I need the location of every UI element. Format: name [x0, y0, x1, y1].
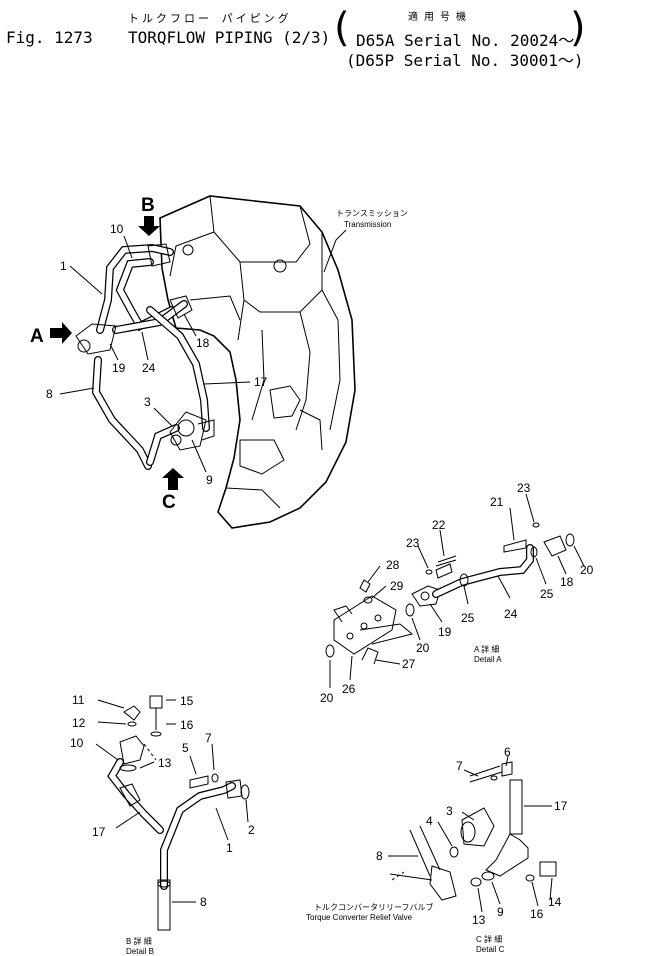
serial-range-d65p: (D65P Serial No. 30001～): [346, 51, 584, 70]
detail-a-callout-25a: 25: [461, 611, 475, 625]
detail-b-callout-15: 15: [180, 694, 194, 708]
view-marker-c: C: [162, 468, 184, 513]
detail-b-callout-17: 17: [92, 825, 106, 839]
detail-a-callout-29: 29: [390, 579, 404, 593]
main-pipes: [75, 243, 215, 470]
title-japanese: トルクフロー パイピング: [128, 12, 292, 25]
detail-c-caption: Detail C: [476, 945, 505, 954]
detail-a-callout-21: 21: [490, 495, 504, 509]
view-marker-b: B: [138, 195, 160, 236]
detail-a-callout-19: 19: [438, 625, 452, 639]
detail-b: 11 15 12 16 10 13 5 7 17 2 1 8 B 詳 細 Det…: [70, 693, 255, 956]
callout-10: 10: [110, 222, 124, 236]
applicability-japanese: 適用号機: [408, 12, 472, 23]
detail-c-callout-4: 4: [426, 814, 433, 828]
view-marker-b-label: B: [141, 195, 155, 216]
detail-c-callout-13: 13: [472, 913, 486, 927]
relief-valve-label-japanese: トルクコンバータリリーフバルブ: [314, 902, 434, 912]
detail-c-callout-14: 14: [548, 895, 562, 909]
callout-8: 8: [46, 387, 53, 401]
figure-number: Fig. 1273: [6, 28, 93, 47]
detail-a: 21 23 23 22 28 29 20 19 25 24 25 18 20 2…: [320, 481, 594, 705]
detail-c-callout-9: 9: [497, 905, 504, 919]
transmission-leader: [323, 229, 347, 273]
callout-19: 19: [112, 361, 126, 375]
transmission-housing: [159, 195, 356, 529]
figure-title: TORQFLOW PIPING (2/3): [128, 28, 331, 47]
detail-b-callout-7: 7: [205, 731, 212, 745]
callout-17: 17: [254, 375, 268, 389]
detail-a-callout-23b: 23: [406, 536, 420, 550]
detail-b-caption: Detail B: [126, 947, 154, 956]
relief-valve-label: Torque Converter Relief Valve: [306, 913, 413, 922]
detail-a-callout-24: 24: [504, 607, 518, 621]
detail-b-callout-8: 8: [200, 895, 207, 909]
detail-b-callout-2: 2: [248, 823, 255, 837]
serial-range-d65a: D65A Serial No. 20024～: [356, 31, 575, 50]
bracket-open: (: [334, 5, 350, 51]
view-marker-c-label: C: [162, 492, 176, 513]
detail-b-callout-1: 1: [226, 841, 233, 855]
detail-a-callout-25b: 25: [540, 587, 554, 601]
detail-c-callout-8: 8: [376, 849, 383, 863]
detail-c-callout-17: 17: [554, 799, 568, 813]
detail-a-caption-japanese: A 詳 細: [474, 644, 499, 654]
detail-b-callout-10: 10: [70, 736, 84, 750]
detail-a-callout-27: 27: [402, 657, 416, 671]
detail-a-callout-18: 18: [560, 575, 574, 589]
detail-a-callout-20c: 20: [320, 691, 334, 705]
callout-1: 1: [60, 259, 67, 273]
view-marker-a-label: A: [30, 326, 44, 347]
detail-b-callout-16: 16: [180, 718, 194, 732]
callout-9: 9: [206, 473, 213, 487]
main-view: トランスミッション Transmission: [30, 195, 408, 529]
detail-b-callout-13: 13: [158, 756, 172, 770]
transmission-label: Transmission: [344, 220, 391, 229]
detail-b-caption-japanese: B 詳 細: [126, 936, 152, 946]
detail-a-callout-23a: 23: [517, 481, 531, 495]
callout-24: 24: [142, 361, 156, 375]
view-marker-a: A: [30, 322, 72, 347]
detail-a-callout-28: 28: [386, 558, 400, 572]
detail-c-callout-3: 3: [446, 804, 453, 818]
detail-a-caption: Detail A: [474, 655, 502, 664]
detail-c-callout-6: 6: [504, 745, 511, 759]
callout-3: 3: [144, 395, 151, 409]
detail-b-callout-5: 5: [182, 741, 189, 755]
detail-a-callout-26: 26: [342, 682, 356, 696]
main-callouts: 1 10 8 19 24 18 17 3 9: [46, 222, 268, 487]
detail-b-callout-12: 12: [72, 716, 86, 730]
detail-a-callout-20b: 20: [580, 563, 594, 577]
detail-b-callout-11: 11: [72, 693, 85, 707]
detail-a-callout-22: 22: [432, 518, 446, 532]
detail-c-callout-7: 7: [456, 759, 463, 773]
detail-c-callout-16: 16: [530, 907, 544, 921]
callout-18: 18: [196, 336, 210, 350]
detail-a-callout-20a: 20: [416, 641, 430, 655]
bracket-close: ): [570, 5, 586, 51]
detail-c: 6 7 17 3 4 8 9 13 16 14 トルクコンバータリリーフバルブ …: [306, 745, 568, 954]
detail-c-caption-japanese: C 詳 細: [476, 934, 502, 944]
transmission-label-japanese: トランスミッション: [336, 209, 408, 218]
